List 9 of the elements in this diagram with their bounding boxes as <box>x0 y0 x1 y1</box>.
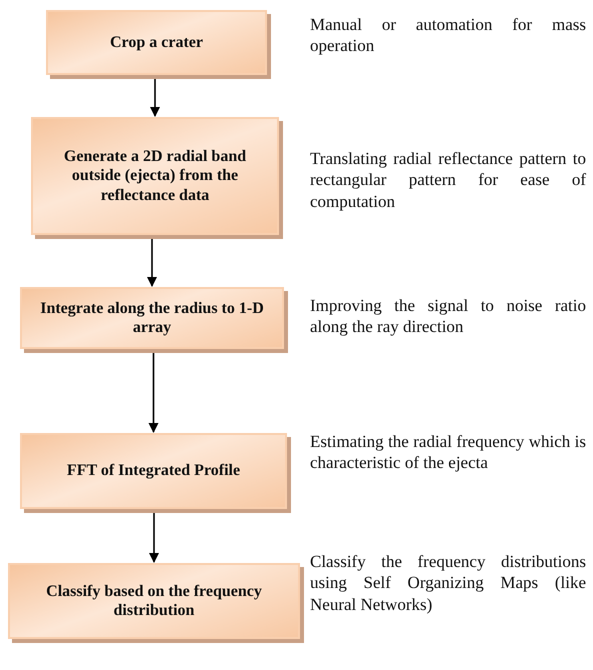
arrow <box>147 237 157 287</box>
arrow <box>149 511 159 563</box>
step-description: Translating radial reflectance pattern to rectangular pattern for ease of computation <box>310 148 586 212</box>
step-description: Improving the signal to noise ratio along the ray direction <box>310 295 586 338</box>
arrow <box>150 77 160 117</box>
arrow <box>148 351 158 433</box>
step-description: Estimating the radial frequency which is characteristic of the ejecta <box>310 431 586 474</box>
step-description: Manual or automation for mass operation <box>310 14 586 56</box>
step-description: Classify the frequency distributions using Self Organizing Maps (like Neural Networks) <box>310 551 586 615</box>
